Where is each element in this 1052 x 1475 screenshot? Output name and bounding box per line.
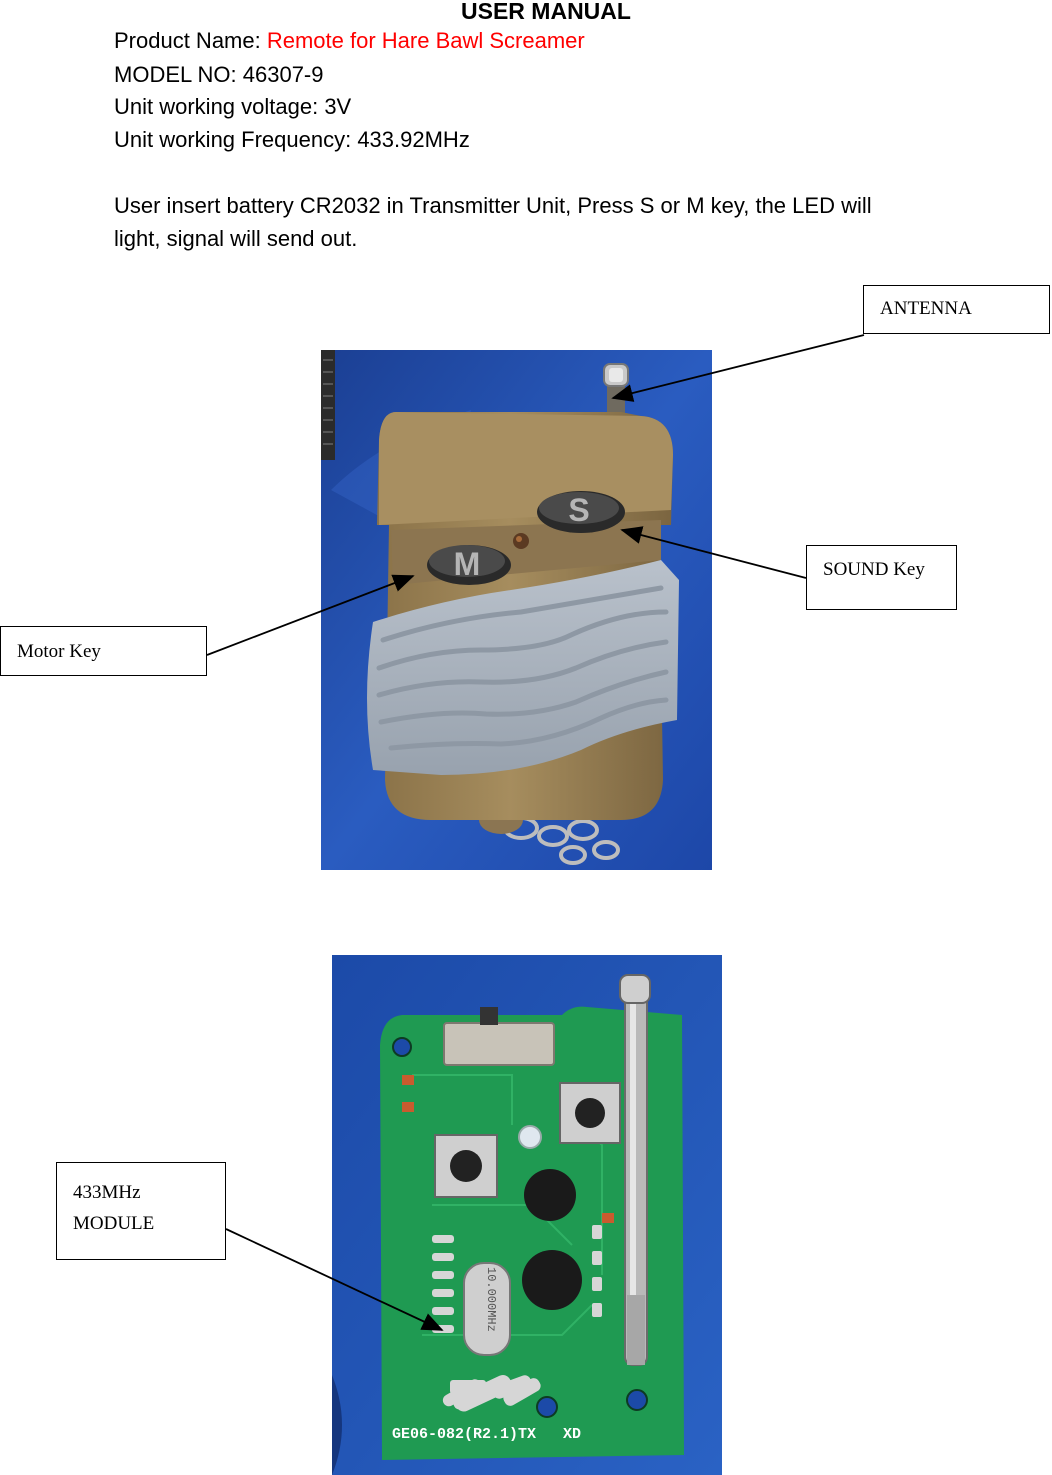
pcb-photo: 10.000MHz GE06-082(R2.1)TX XD [332,955,722,1475]
product-name-value: Remote for Hare Bawl Screamer [266,28,585,53]
manual-title: USER MANUAL [461,0,631,24]
antenna-callout-label: ANTENNA [880,298,972,319]
board-print: GE06-082(R2.1)TX XD [392,1426,581,1443]
model-number: MODEL NO: 46307-9 [114,62,324,87]
module-callout-line-1: 433MHz [73,1182,141,1203]
product-name-line: Product Name: Remote for Hare Bawl Screa… [114,28,585,54]
sound-key-callout: SOUND Key [806,545,957,610]
instructions-line-1: User insert battery CR2032 in Transmitte… [114,193,872,218]
s-key-label: S [568,492,589,528]
motor-key-callout-label: Motor Key [17,641,101,662]
sound-key-callout-label: SOUND Key [823,559,925,580]
motor-key-arrow [206,574,415,656]
sound-key-arrow [620,526,807,579]
product-name-label: Product Name: [114,28,267,53]
working-voltage: Unit working voltage: 3V [114,94,352,119]
instructions-line-2: light, signal will send out. [114,226,358,251]
motor-key-callout: Motor Key [0,626,207,676]
antenna-callout: ANTENNA [863,285,1050,334]
m-key-label: M [454,546,481,582]
working-frequency: Unit working Frequency: 433.92MHz [114,127,470,152]
module-callout: 433MHz MODULE [56,1162,226,1260]
remote-photo: S M [321,350,712,870]
antenna-arrow [611,334,865,402]
crystal-print: 10.000MHz [484,1267,498,1332]
module-callout-line-2: MODULE [73,1213,155,1234]
module-arrow [225,1228,444,1331]
